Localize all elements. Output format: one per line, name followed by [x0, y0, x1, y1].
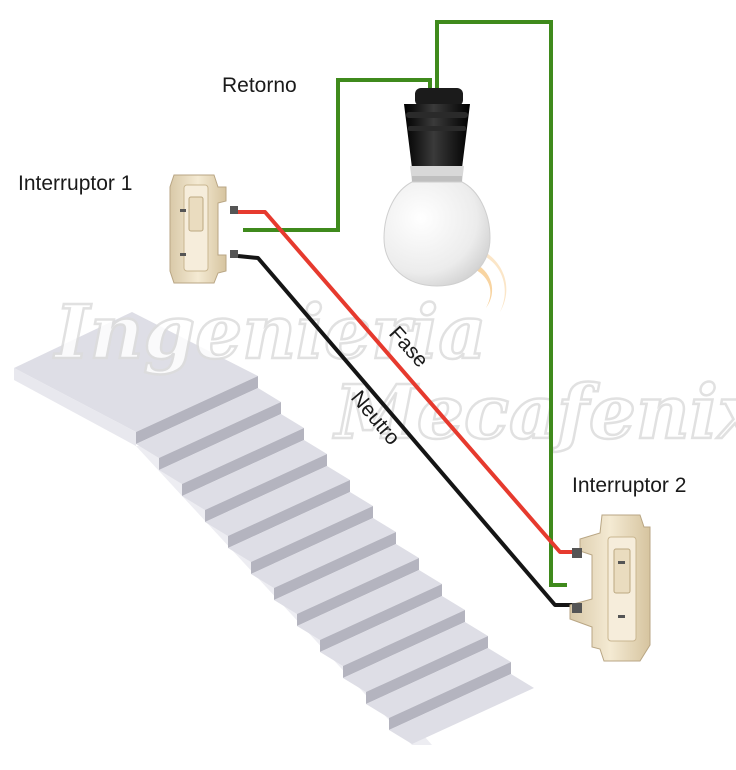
wire-neutro [237, 254, 580, 607]
stair-step-riser [251, 506, 373, 574]
stair-step-riser [297, 558, 419, 626]
label-retorno: Retorno [222, 74, 297, 97]
watermark: Ingenieria Mecafenix [52, 289, 736, 458]
switch-2-icon [569, 514, 651, 662]
stair-step-riser [159, 402, 281, 470]
stair-step-tread [297, 570, 442, 640]
stair-step-tread [182, 440, 327, 510]
stair-step-riser [205, 454, 327, 522]
watermark-line-1: Ingenieria [53, 290, 486, 376]
wire-retorno-to-bulb [243, 78, 432, 232]
stair-step-riser [182, 428, 304, 496]
watermark-line-2: Mecafenix [332, 370, 736, 456]
switch-1-icon [169, 174, 238, 284]
wires [237, 20, 580, 607]
stair-step-riser [343, 610, 465, 678]
wire-fase [238, 210, 580, 554]
stair-step-riser [136, 376, 258, 444]
stair-step-riser [274, 532, 396, 600]
stair-step-tread [136, 388, 281, 458]
stair-step-tread [159, 414, 304, 484]
label-interruptor-1: Interruptor 1 [18, 172, 132, 195]
stair-step-tread [389, 674, 534, 744]
stair-step-tread [205, 466, 350, 536]
wire-retorno-bulb-to-switch-2 [435, 20, 567, 587]
stair-step-tread [251, 518, 396, 588]
stair-step-tread [366, 648, 511, 718]
stair-step-tread [343, 622, 488, 692]
stair-step-riser [320, 584, 442, 652]
light-bulb-icon [383, 88, 491, 287]
staircase [14, 312, 534, 745]
stair-step-tread [274, 544, 419, 614]
stair-step-riser [389, 662, 511, 730]
stair-step-tread [320, 596, 465, 666]
label-interruptor-2: Interruptor 2 [572, 474, 686, 497]
stair-step-tread [228, 492, 373, 562]
stair-landing [14, 312, 258, 432]
stair-step-riser [366, 636, 488, 704]
stair-step-riser [228, 480, 350, 548]
